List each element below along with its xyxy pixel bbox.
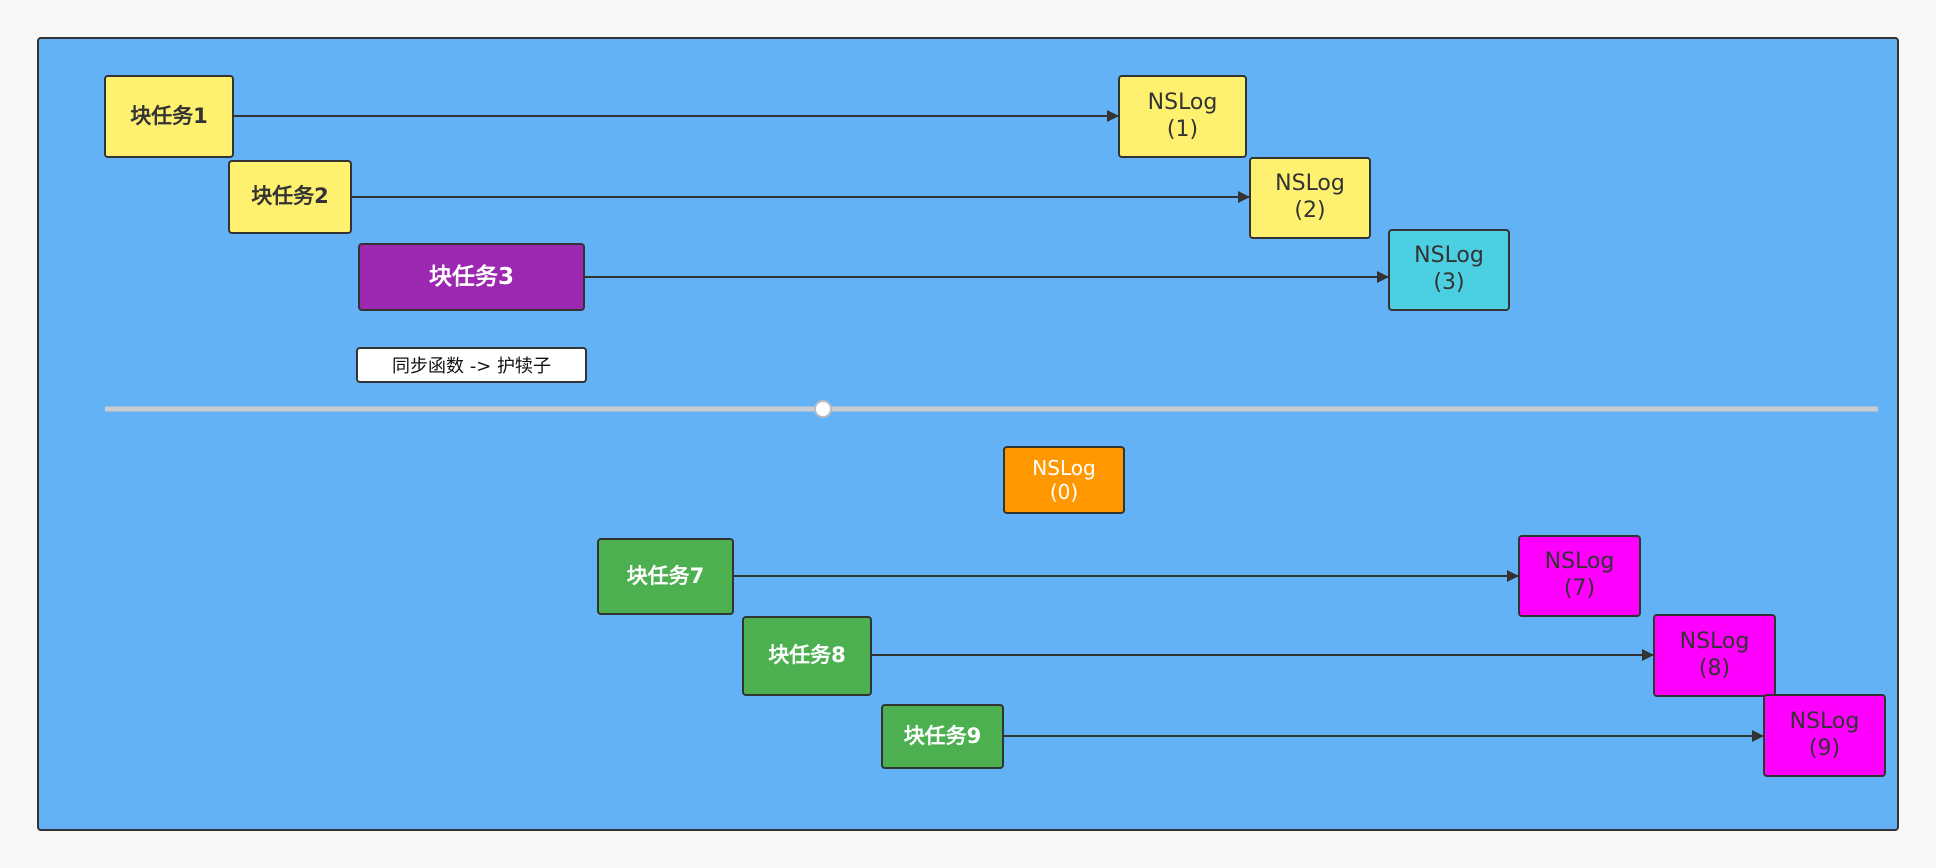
nslog-box-0[interactable]: NSLog (0) bbox=[1003, 446, 1125, 514]
nslog-box-3[interactable]: NSLog (3) bbox=[1388, 229, 1510, 311]
divider-handle[interactable] bbox=[814, 400, 832, 418]
nslog-box-1[interactable]: NSLog (1) bbox=[1118, 75, 1247, 158]
task-block-8[interactable]: 块任务8 bbox=[742, 616, 872, 696]
sync-function-note[interactable]: 同步函数 -> 护犊子 bbox=[356, 347, 587, 383]
nslog-box-7[interactable]: NSLog (7) bbox=[1518, 535, 1641, 617]
nslog-box-9[interactable]: NSLog (9) bbox=[1763, 694, 1886, 777]
task-block-9[interactable]: 块任务9 bbox=[881, 704, 1004, 769]
nslog-box-8[interactable]: NSLog (8) bbox=[1653, 614, 1776, 697]
task-block-2[interactable]: 块任务2 bbox=[228, 160, 352, 234]
task-block-3[interactable]: 块任务3 bbox=[358, 243, 585, 311]
task-block-1[interactable]: 块任务1 bbox=[104, 75, 234, 158]
nslog-box-2[interactable]: NSLog (2) bbox=[1249, 157, 1371, 239]
task-block-7[interactable]: 块任务7 bbox=[597, 538, 734, 615]
